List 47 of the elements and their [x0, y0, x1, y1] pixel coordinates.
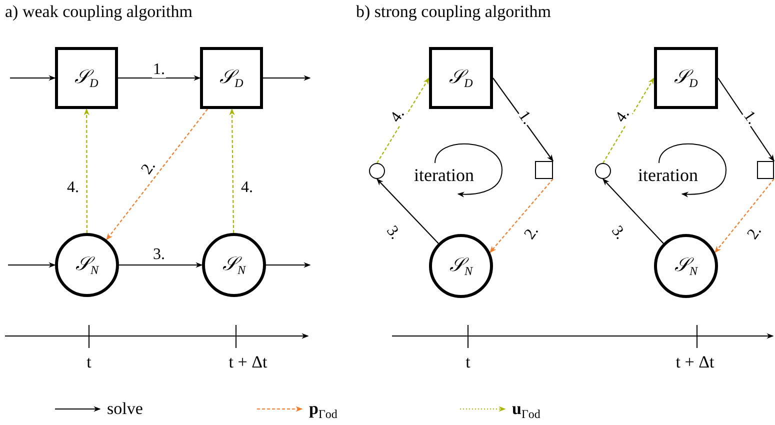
solver-box — [654, 47, 718, 109]
arrow — [119, 262, 203, 268]
arrow — [10, 75, 56, 81]
arrow — [8, 262, 56, 268]
legend-label: u$_{Γod}$ — [512, 400, 540, 420]
solver-symbol: 𝒮$_{D}$ — [220, 66, 244, 90]
arrow — [263, 75, 311, 81]
arrow — [492, 78, 554, 162]
arrow — [229, 108, 235, 234]
arrow — [602, 178, 664, 244]
time-label: t — [466, 354, 470, 370]
arrow — [106, 108, 208, 240]
iteration-label: iteration — [638, 166, 698, 184]
solver-symbol: 𝒮$_{N}$ — [674, 254, 698, 278]
solver-box — [55, 47, 118, 109]
iteration-label: iteration — [414, 166, 474, 184]
arrow — [118, 75, 201, 81]
edge-label: 1. — [152, 62, 166, 78]
arrow — [266, 262, 311, 268]
arrow — [376, 178, 439, 244]
arrow — [376, 77, 430, 164]
legend-label: p$_{Γod}$ — [309, 400, 338, 420]
solver-box — [429, 47, 493, 109]
solver-symbol: 𝒮$_{N}$ — [75, 252, 98, 278]
solver-circle — [654, 234, 718, 298]
time-label: t + Δt — [228, 354, 268, 370]
panel-title: a) weak coupling algorithm — [5, 3, 192, 20]
junction-square — [535, 161, 553, 179]
solver-symbol: 𝒮$_{D}$ — [74, 66, 98, 90]
solver-symbol: 𝒮$_{N}$ — [222, 252, 246, 278]
panel-title: b) strong coupling algorithm — [356, 3, 552, 20]
solver-symbol: 𝒮$_{D}$ — [674, 66, 698, 90]
arrow — [84, 108, 90, 233]
arrow — [490, 178, 554, 253]
solver-box — [200, 47, 263, 109]
solver-circle — [429, 234, 493, 298]
junction-circle — [595, 163, 611, 179]
solver-symbol: 𝒮$_{N}$ — [449, 254, 472, 278]
arrow — [718, 78, 774, 162]
time-label: t + Δt — [676, 354, 714, 370]
arrow — [602, 77, 654, 164]
time-label: t — [86, 354, 92, 370]
solver-symbol: 𝒮$_{D}$ — [449, 66, 473, 90]
legend-label: solve — [107, 400, 143, 417]
junction-square — [757, 161, 774, 179]
arrow — [714, 178, 774, 254]
junction-circle — [369, 163, 385, 179]
